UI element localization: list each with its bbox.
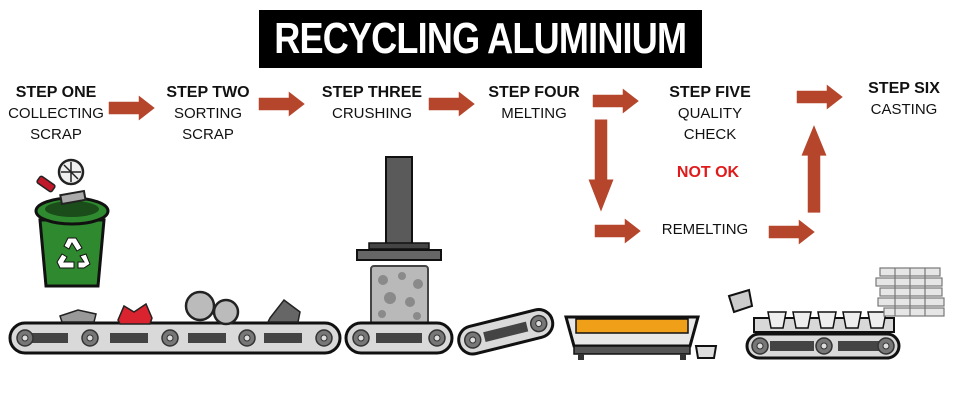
conveyor-belt-icon bbox=[344, 321, 454, 355]
step-six-label: STEP SIX CASTING bbox=[852, 78, 956, 120]
step-heading: STEP TWO bbox=[166, 84, 250, 101]
step-text: COLLECTING SCRAP bbox=[8, 105, 104, 143]
step-heading: STEP SIX bbox=[868, 80, 940, 97]
arrow-down-to-remelting-icon bbox=[585, 116, 617, 216]
conveyor-belt-icon bbox=[745, 332, 901, 360]
step-text: CRUSHING bbox=[331, 105, 412, 122]
step-one-label: STEP ONE COLLECTING SCRAP bbox=[4, 82, 108, 145]
step-four-label: STEP FOUR MELTING bbox=[480, 82, 588, 124]
not-ok-label: NOT OK bbox=[676, 164, 740, 181]
step-heading: STEP FOUR bbox=[488, 84, 580, 101]
furnace-icon bbox=[564, 315, 718, 360]
arrow-step3-to-step4-icon bbox=[427, 89, 477, 119]
cube-icon bbox=[370, 265, 429, 325]
step-text: CASTING bbox=[870, 101, 938, 118]
step-text: QUALITY CHECK bbox=[677, 105, 743, 143]
arrow-from-remelting-icon bbox=[767, 217, 817, 247]
step-text: SORTING SCRAP bbox=[173, 105, 243, 143]
ingot-stack-icon bbox=[875, 267, 945, 317]
step-three-label: STEP THREE CRUSHING bbox=[316, 82, 428, 124]
title-banner: RECYCLING ALUMINIUM bbox=[259, 10, 702, 68]
step-heading: STEP THREE bbox=[321, 84, 423, 101]
crusher-press-icon bbox=[356, 156, 442, 261]
recycle-bin-icon bbox=[34, 158, 110, 288]
arrow-into-remelting-icon bbox=[593, 216, 643, 246]
step-two-label: STEP TWO SORTING SCRAP bbox=[158, 82, 258, 145]
arrow-step2-to-step3-icon bbox=[257, 89, 307, 119]
step-text: MELTING bbox=[501, 105, 567, 122]
remelting-label: REMELTING bbox=[661, 221, 749, 238]
arrow-step1-to-step2-icon bbox=[107, 93, 157, 123]
conveyor-belt-icon bbox=[457, 308, 555, 356]
arrow-step5-to-step6-icon bbox=[795, 82, 845, 112]
arrow-step4-to-step5-icon bbox=[591, 86, 641, 116]
step-heading: STEP FIVE bbox=[669, 84, 751, 101]
ingot-mould-icon bbox=[727, 288, 895, 333]
arrow-up-to-casting-icon bbox=[798, 121, 830, 216]
conveyor-belt-icon bbox=[8, 290, 342, 355]
page-title: RECYCLING ALUMINIUM bbox=[274, 14, 688, 63]
step-five-label: STEP FIVE QUALITY CHECK bbox=[658, 82, 762, 145]
step-heading: STEP ONE bbox=[15, 84, 97, 101]
